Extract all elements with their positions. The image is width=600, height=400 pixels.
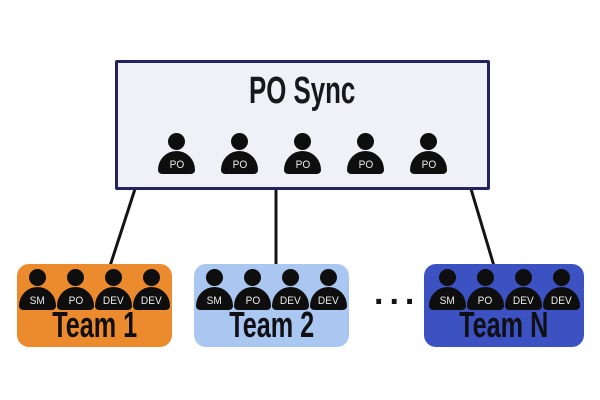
person-body-icon: SM <box>19 287 56 310</box>
team-2-label: Team 2 <box>211 307 332 343</box>
member-role-label: DEV <box>550 295 572 307</box>
member-role-label: PO <box>169 159 184 171</box>
person-icon: PO <box>57 269 94 310</box>
person-icon: PO <box>410 133 447 174</box>
member-role-label: SM <box>206 295 223 307</box>
member-role-label: PO <box>358 159 373 171</box>
team-1-members: SM PO DEV DEV <box>19 269 170 310</box>
po-sync-title-text: PO Sync <box>249 70 356 112</box>
person-body-icon: SM <box>196 287 233 310</box>
person-body-icon: DEV <box>310 287 347 310</box>
person-head-icon <box>67 269 84 286</box>
team-1-label-text: Team 1 <box>52 304 137 345</box>
team-1-label: Team 1 <box>34 307 155 343</box>
person-body-icon: PO <box>466 287 504 310</box>
person-body-icon: PO <box>234 287 271 310</box>
person-icon: DEV <box>95 269 132 310</box>
team-n-label-text: Team N <box>459 304 549 345</box>
person-icon: PO <box>466 269 504 310</box>
person-head-icon <box>514 269 532 286</box>
person-icon: DEV <box>542 269 580 310</box>
person-head-icon <box>420 133 437 150</box>
person-icon: DEV <box>133 269 170 310</box>
person-icon: PO <box>221 133 258 174</box>
person-icon: PO <box>284 133 321 174</box>
ellipsis: ... <box>374 274 421 312</box>
person-body-icon: DEV <box>133 287 170 310</box>
person-head-icon <box>105 269 122 286</box>
person-icon: SM <box>196 269 233 310</box>
member-role-label: DEV <box>141 295 162 307</box>
person-head-icon <box>206 269 223 286</box>
person-head-icon <box>244 269 261 286</box>
person-body-icon: PO <box>347 151 384 174</box>
team-n-members: SM PO DEV DEV <box>428 269 580 310</box>
po-sync-title: PO Sync <box>118 72 487 110</box>
person-icon: DEV <box>310 269 347 310</box>
member-role-label: PO <box>232 159 247 171</box>
team-2-box: SM PO DEV DEV T <box>194 264 349 347</box>
person-head-icon <box>320 269 337 286</box>
po-sync-members: PO PO PO PO <box>158 133 447 174</box>
member-role-label: PO <box>68 295 83 307</box>
person-body-icon: SM <box>428 287 466 310</box>
person-icon: DEV <box>272 269 309 310</box>
team-n-label: Team N <box>440 307 567 343</box>
person-icon: PO <box>347 133 384 174</box>
person-head-icon <box>231 133 248 150</box>
member-role-label: PO <box>421 159 436 171</box>
member-role-label: SM <box>439 295 455 307</box>
person-head-icon <box>168 133 185 150</box>
person-head-icon <box>294 133 311 150</box>
member-role-label: PO <box>245 295 260 307</box>
member-role-label: SM <box>29 295 46 307</box>
team-2-label-text: Team 2 <box>229 304 314 345</box>
member-role-label: PO <box>295 159 310 171</box>
person-body-icon: DEV <box>272 287 309 310</box>
person-head-icon <box>476 269 494 286</box>
po-sync-box: PO Sync PO PO PO <box>115 60 490 190</box>
connector-line-team-1 <box>108 187 137 268</box>
person-body-icon: DEV <box>95 287 132 310</box>
person-body-icon: PO <box>284 151 321 174</box>
person-head-icon <box>438 269 456 286</box>
team-n-box: SM PO DEV DEV T <box>424 264 584 347</box>
person-body-icon: DEV <box>504 287 542 310</box>
connector-line-team-n <box>469 187 496 268</box>
member-role-label: DEV <box>280 295 301 307</box>
person-icon: PO <box>158 133 195 174</box>
person-icon: SM <box>19 269 56 310</box>
team-1-box: SM PO DEV DEV T <box>17 264 172 347</box>
member-role-label: DEV <box>512 295 534 307</box>
person-head-icon <box>357 133 374 150</box>
person-head-icon <box>282 269 299 286</box>
person-head-icon <box>29 269 46 286</box>
person-icon: PO <box>234 269 271 310</box>
person-body-icon: PO <box>158 151 195 174</box>
member-role-label: DEV <box>318 295 339 307</box>
person-icon: SM <box>428 269 466 310</box>
member-role-label: PO <box>477 295 493 307</box>
person-icon: DEV <box>504 269 542 310</box>
person-body-icon: DEV <box>542 287 580 310</box>
team-2-members: SM PO DEV DEV <box>196 269 347 310</box>
person-head-icon <box>552 269 570 286</box>
person-body-icon: PO <box>221 151 258 174</box>
member-role-label: DEV <box>103 295 124 307</box>
person-head-icon <box>143 269 160 286</box>
person-body-icon: PO <box>57 287 94 310</box>
person-body-icon: PO <box>410 151 447 174</box>
